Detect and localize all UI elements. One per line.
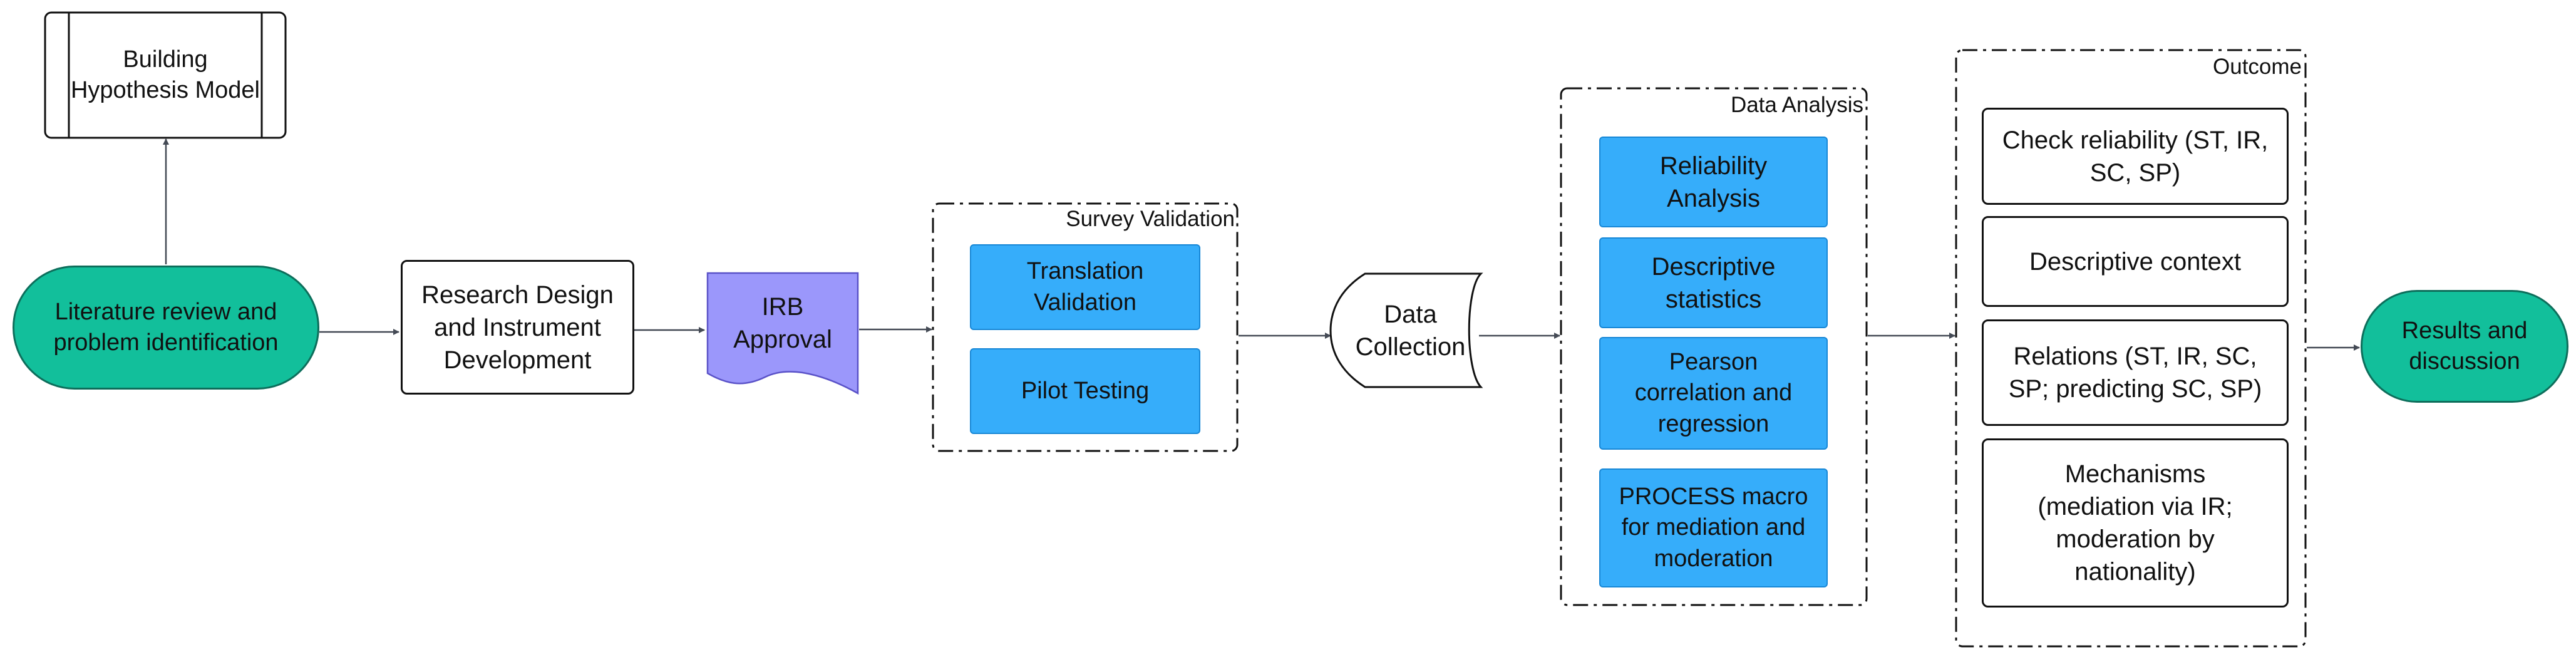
irb-approval-label: IRB Approval [733,293,832,353]
translation-validation-label: Translation Validation [1026,258,1144,316]
pilot-testing-node[interactable]: Pilot Testing [970,348,1200,434]
data-collection-node[interactable]: Data Collection [1346,274,1475,387]
irb-approval-node[interactable]: IRB Approval [708,273,858,373]
process-macro-node[interactable]: PROCESS macro for mediation and moderati… [1599,468,1828,587]
check-reliability-label: Check reliability (ST, IR, SC, SP) [2002,126,2269,187]
relations-label: Relations (ST, IR, SC, SP; predicting SC… [2008,343,2262,403]
literature-review-node[interactable]: Literature review and problem identifica… [13,266,319,390]
data-analysis-group [1560,87,1868,606]
data-collection-shape [1329,272,1483,388]
irb-document-shape [706,272,859,395]
survey-validation-label: Survey Validation [1066,207,1235,231]
data-analysis-label: Data Analysis [1730,93,1863,117]
pilot-testing-label: Pilot Testing [1021,377,1150,404]
check-reliability-node[interactable]: Check reliability (ST, IR, SC, SP) [1982,108,2289,205]
building-hypothesis-label: Building Hypothesis Model [70,46,260,103]
pearson-correlation-label: Pearson correlation and regression [1634,348,1793,437]
building-hypothesis-node[interactable]: Building Hypothesis Model [69,13,262,138]
relations-node[interactable]: Relations (ST, IR, SC, SP; predicting SC… [1982,319,2289,426]
descriptive-context-node[interactable]: Descriptive context [1982,216,2289,307]
translation-validation-node[interactable]: Translation Validation [970,244,1200,330]
reliability-analysis-label: Reliability Analysis [1659,152,1768,212]
mechanisms-node[interactable]: Mechanisms (mediation via IR; moderation… [1982,438,2289,608]
descriptive-statistics-node[interactable]: Descriptive statistics [1599,237,1828,328]
results-discussion-node[interactable]: Results and discussion [2361,290,2568,403]
outcome-label: Outcome [2213,54,2302,79]
data-collection-label: Data Collection [1355,300,1466,361]
research-design-label: Research Design and Instrument Developme… [421,281,614,374]
outcome-group [1955,49,2307,648]
reliability-analysis-node[interactable]: Reliability Analysis [1599,137,1828,227]
research-design-node[interactable]: Research Design and Instrument Developme… [401,260,634,395]
descriptive-context-label: Descriptive context [2029,247,2241,276]
building-hypothesis-shape [44,11,287,139]
pearson-correlation-node[interactable]: Pearson correlation and regression [1599,337,1828,450]
survey-validation-group [932,202,1239,452]
process-macro-label: PROCESS macro for mediation and moderati… [1619,483,1808,572]
descriptive-statistics-label: Descriptive statistics [1651,252,1776,313]
results-discussion-label: Results and discussion [2401,317,2528,375]
literature-review-label: Literature review and problem identifica… [53,298,279,356]
mechanisms-label: Mechanisms (mediation via IR; moderation… [2038,460,2233,586]
